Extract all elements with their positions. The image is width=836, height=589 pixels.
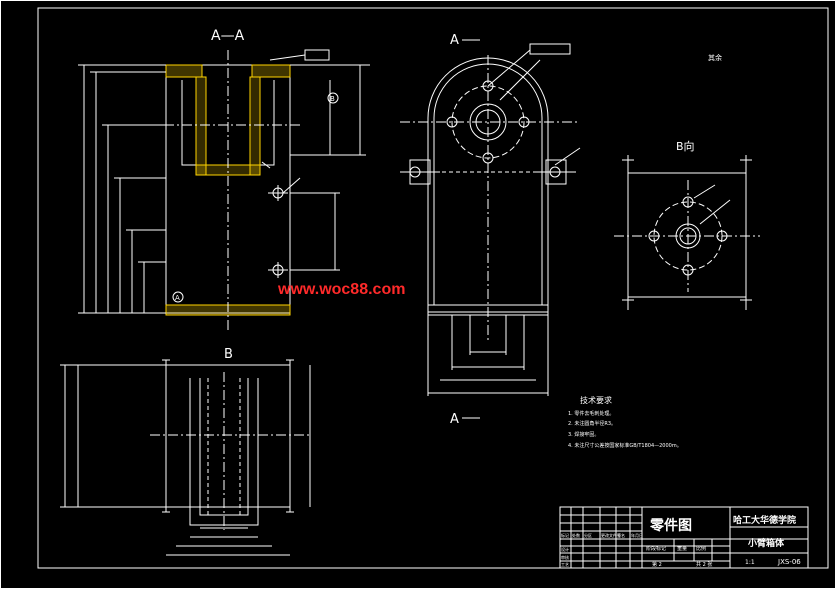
col-zone: 分区 <box>584 532 592 538</box>
svg-text:B: B <box>330 95 335 103</box>
col-change-doc: 更改文件号 <box>601 532 621 538</box>
col-signature: 签名 <box>617 532 625 538</box>
tech-req-4: 4. 未注尺寸公差按国家标准GB/T1804—2000m。 <box>568 442 682 449</box>
stage-label: 阶段标记 <box>646 545 666 552</box>
hatch-flange-right <box>251 64 291 78</box>
weight-label: 重量 <box>677 545 687 552</box>
tech-req-1: 1. 零件去毛刺处理。 <box>568 410 614 417</box>
datum-b-marker: B <box>327 92 339 104</box>
school-name: 哈工大华德学院 <box>733 514 796 526</box>
watermark: www.woc88.com <box>277 281 405 298</box>
inner-border <box>37 7 829 569</box>
cut-a-top-label: A <box>450 33 459 48</box>
col-count: 处数 <box>572 532 580 538</box>
scale: 1:1 <box>745 559 755 566</box>
drawing-number: JXS-06 <box>777 558 801 566</box>
view-b-title: B向 <box>676 139 695 153</box>
tech-req-2: 2. 未注圆角半径R3。 <box>568 420 616 427</box>
title-block <box>559 506 809 569</box>
cut-a-bottom-label: A <box>450 412 459 427</box>
tech-req-3: 3. 焊接牢固。 <box>568 431 599 438</box>
sheet-total: 共 2 张 <box>696 561 712 568</box>
row-review: 审核 <box>561 554 569 560</box>
svg-text:A: A <box>175 294 180 302</box>
drawing-type: 零件图 <box>649 517 692 534</box>
scale-label: 比例 <box>696 545 706 552</box>
part-name: 小臂箱体 <box>747 537 785 549</box>
section-b-title: B <box>224 347 233 362</box>
section-aa-view <box>78 49 370 330</box>
view-b <box>614 155 760 310</box>
row-design: 设计 <box>561 546 569 552</box>
tech-requirements-title: 技术要求 <box>580 395 612 405</box>
datum-a-marker: A <box>172 291 184 303</box>
front-view <box>400 39 581 419</box>
hatch-flange-left <box>165 64 203 78</box>
col-date: 年月日 <box>631 532 643 538</box>
sheet-number: 第 2 <box>652 561 662 568</box>
row-process: 工艺 <box>561 562 569 567</box>
surface-note: 其余 <box>708 53 722 62</box>
section-aa-title: A—A <box>211 28 245 44</box>
row-mark: 标记 <box>561 532 569 538</box>
section-b-view <box>60 359 311 556</box>
